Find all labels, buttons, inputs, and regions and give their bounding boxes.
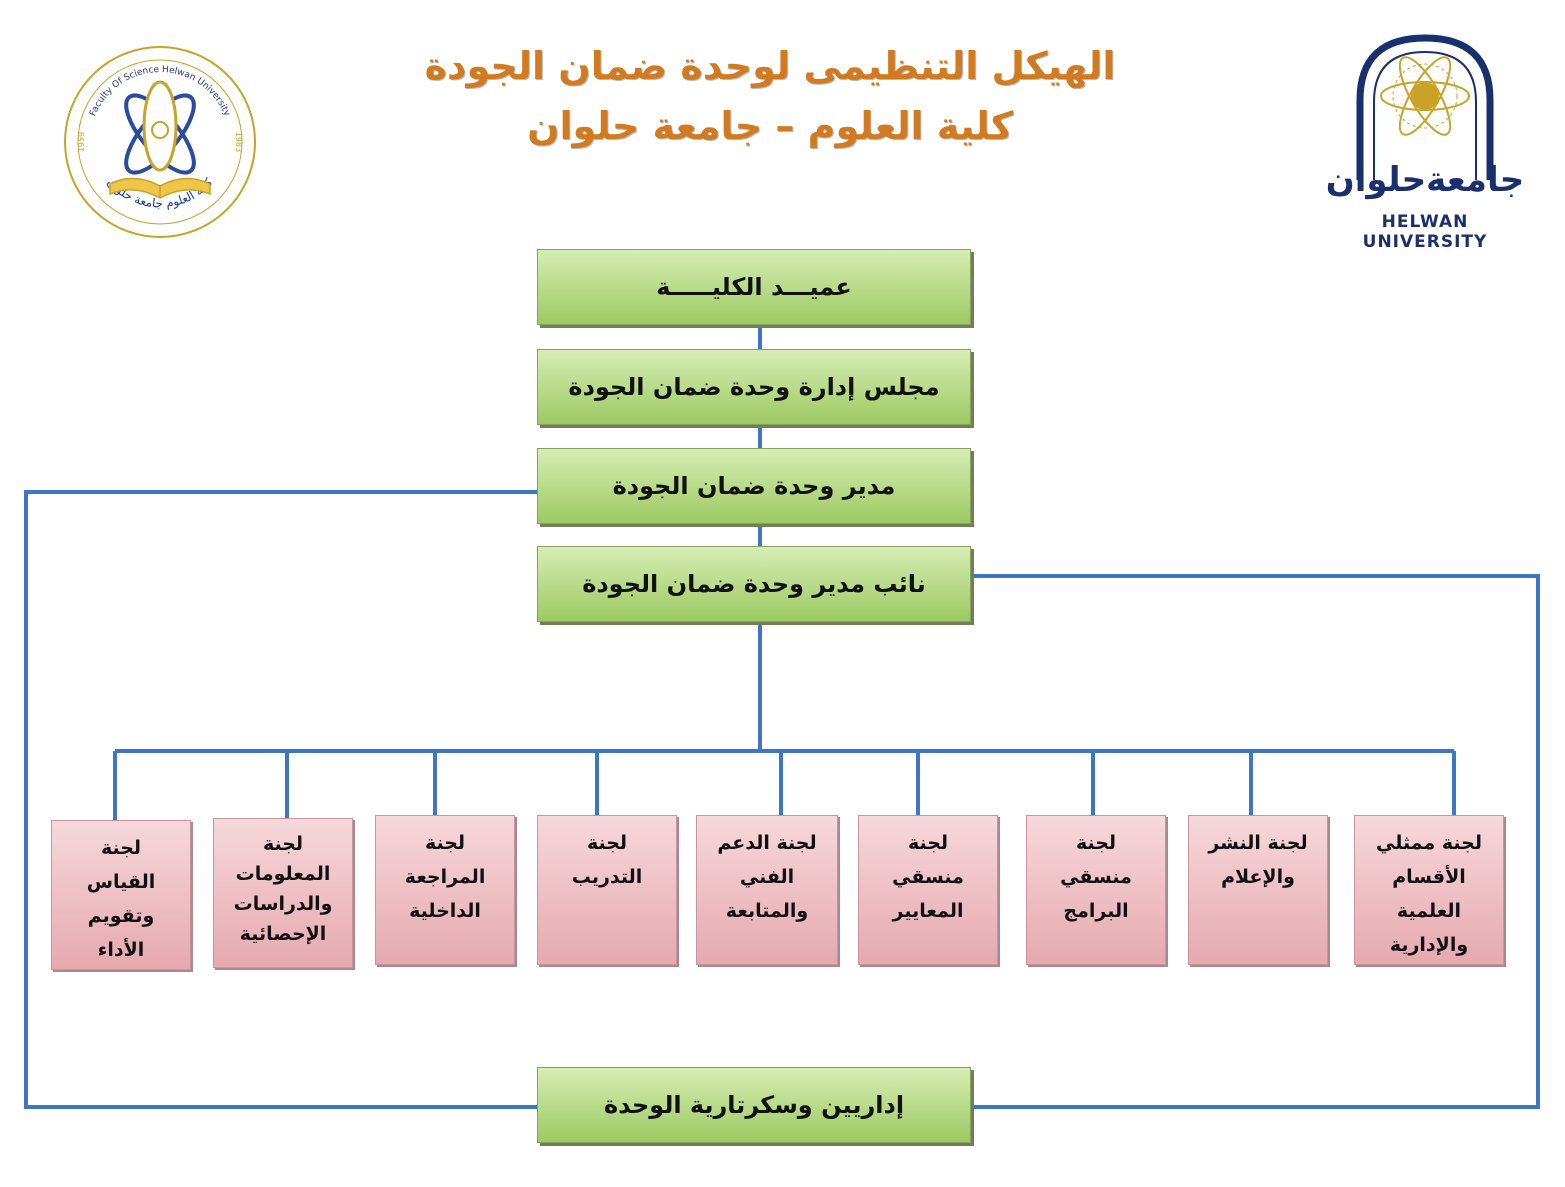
- administrative-staff-box: إداريين وسكرتارية الوحدة: [537, 1067, 971, 1143]
- committee-box: لجنة الدعم الفني والمتابعة: [696, 815, 838, 965]
- faculty-of-science-logo: Faculty Of Science Helwan University كلي…: [64, 46, 256, 238]
- open-book-icon: [109, 177, 211, 199]
- committee-box: لجنة منسقي المعايير: [858, 815, 998, 965]
- logo-year-left: 1959: [77, 132, 86, 152]
- committee-box: لجنة القياس وتقويم الأداء: [51, 820, 191, 970]
- committee-box: لجنة منسقي البرامج: [1026, 815, 1166, 965]
- committee-box: لجنة المعلومات والدراسات الإحصائية: [213, 818, 353, 968]
- unit-director-box: مدير وحدة ضمان الجودة: [537, 448, 971, 524]
- deputy-director-box: نائب مدير وحدة ضمان الجودة: [537, 546, 971, 622]
- right-loop-line: [970, 574, 1540, 1109]
- left-loop-line: [24, 490, 537, 1109]
- university-name-english: HELWAN UNIVERSITY: [1362, 212, 1488, 252]
- university-name-arabic: جامعةحلوان: [1325, 160, 1525, 200]
- atom-emblem-icon: [1380, 56, 1470, 136]
- atom-icon: [124, 80, 196, 175]
- committee-box: لجنة التدريب: [537, 815, 677, 965]
- helwan-university-logo: [1356, 34, 1494, 180]
- committee-box: لجنة المراجعة الداخلية: [375, 815, 515, 965]
- chart-subtitle: كلية العلوم – جامعة حلوان: [527, 104, 1013, 148]
- dean-box: عميـــد الكليـــــة: [537, 249, 971, 325]
- quality-council-box: مجلس إدارة وحدة ضمان الجودة: [537, 349, 971, 425]
- chart-title: الهيكل التنظيمى لوحدة ضمان الجودة: [424, 44, 1116, 88]
- logo-year-right: 1983: [234, 132, 243, 152]
- committee-box: لجنة ممثلي الأقسام العلمية والإدارية: [1354, 815, 1504, 965]
- committee-box: لجنة النشر والإعلام: [1188, 815, 1328, 965]
